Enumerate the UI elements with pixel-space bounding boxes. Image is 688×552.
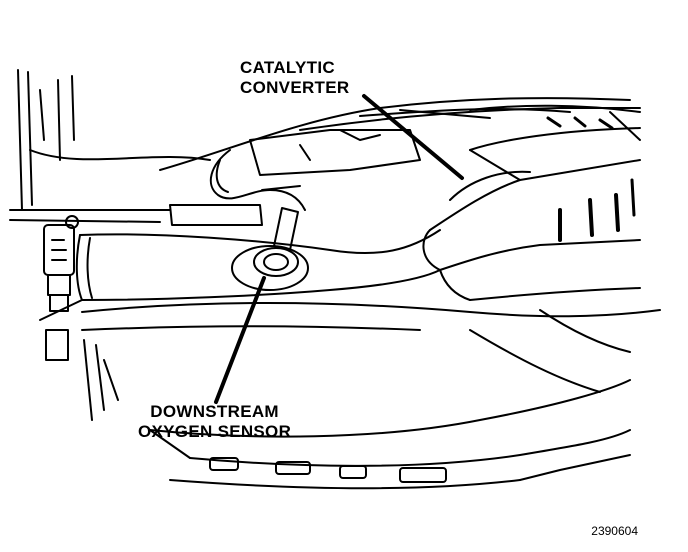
- sensor-wiring: [169, 129, 421, 226]
- figure-id: 2390604: [591, 524, 638, 538]
- body-frame-lines: [9, 69, 211, 421]
- oxygen-sensor: [231, 207, 309, 291]
- oxygen-sensor-leader-line: [214, 276, 266, 404]
- floor-pan-outline: [159, 97, 641, 171]
- catalytic-converter-label-line-1: CATALYTIC: [240, 58, 335, 77]
- catalytic-converter-label: CATALYTIC CONVERTER: [240, 58, 349, 97]
- pipe-clamp: [43, 215, 79, 361]
- exhaust-pipe: [39, 229, 661, 331]
- catalytic-converter-label-line-2: CONVERTER: [240, 77, 350, 97]
- underbody-panel: [149, 309, 631, 490]
- catalytic-converter-shape: [422, 116, 641, 301]
- catalytic-converter-leader-line: [362, 94, 464, 180]
- downstream-oxygen-sensor-label: DOWNSTREAM OXYGEN SENSOR: [138, 402, 291, 441]
- oxygen-sensor-label-line-2: OXYGEN SENSOR: [138, 421, 292, 441]
- oxygen-sensor-label-line-1: DOWNSTREAM: [150, 402, 279, 421]
